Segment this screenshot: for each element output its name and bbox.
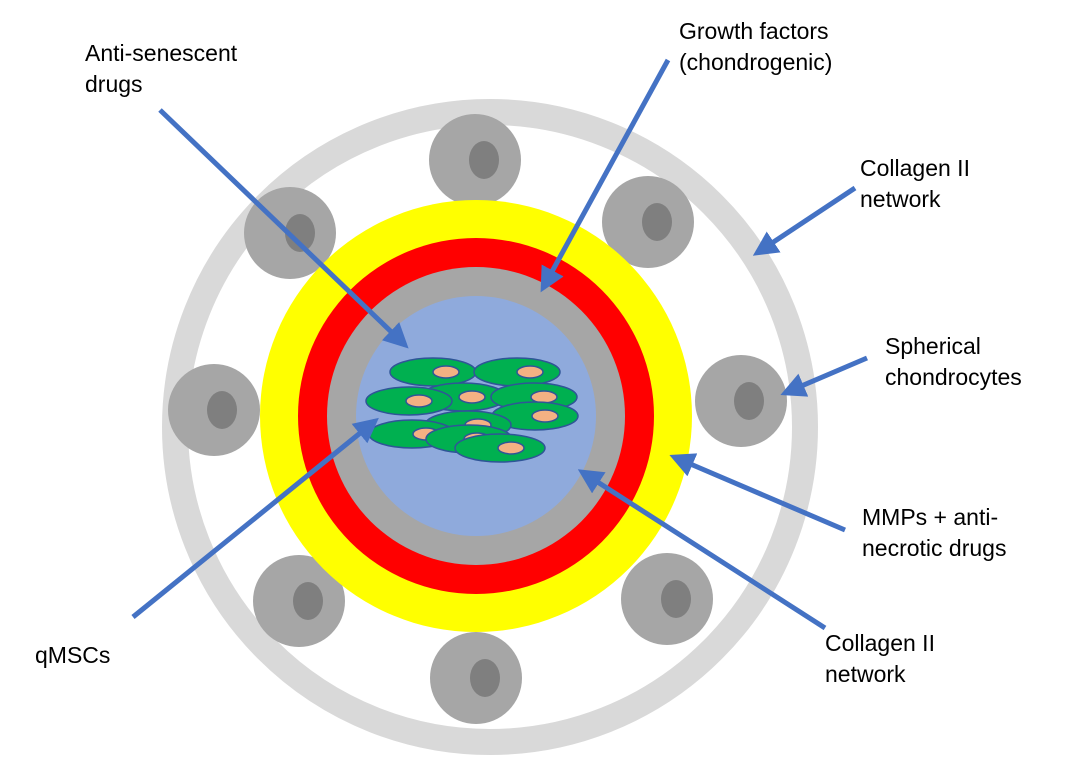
- chondrocyte-cell: [602, 176, 694, 268]
- arrow-qmscs: [131, 417, 379, 619]
- arrow-collagen-outer: [752, 185, 857, 256]
- arrow-mmps: [669, 453, 846, 533]
- chondrocyte-cell: [621, 553, 713, 645]
- label-line: Spherical: [885, 333, 981, 359]
- chondrocyte-cell: [430, 632, 522, 724]
- label-line: drugs: [85, 71, 143, 97]
- msc-cell: [454, 433, 546, 463]
- label-line: network: [860, 186, 941, 212]
- qmsc-cluster: [365, 357, 579, 463]
- arrow-growth-factors: [540, 58, 671, 293]
- label-line: chondrocytes: [885, 364, 1022, 390]
- arrow-spherical: [780, 355, 868, 397]
- msc-cell: [389, 357, 477, 387]
- label-line: (chondrogenic): [679, 49, 833, 75]
- label-line: Collagen II: [860, 155, 970, 181]
- label-line: Growth factors: [679, 18, 829, 44]
- label-line: qMSCs: [35, 642, 111, 668]
- label-line: MMPs + anti-: [862, 504, 999, 530]
- chondrocyte-cell: [253, 555, 345, 647]
- label-growth-factors: Growth factors (chondrogenic): [679, 16, 832, 78]
- label-line: Anti-senescent: [85, 40, 238, 66]
- label-anti-senescent: Anti-senescent drugs: [85, 38, 237, 100]
- arrow-anti-senescent: [158, 108, 409, 349]
- label-line: network: [825, 661, 906, 687]
- label-mmps: MMPs + anti- necrotic drugs: [862, 502, 1006, 564]
- arrows: [131, 58, 868, 631]
- msc-cell: [473, 357, 561, 387]
- label-line: necrotic drugs: [862, 535, 1007, 561]
- chondrocyte-cell: [429, 114, 521, 206]
- arrow-collagen-inner: [577, 469, 827, 631]
- chondrocyte-cell: [168, 364, 260, 456]
- label-line: Collagen II: [825, 630, 935, 656]
- label-collagen-outer: Collagen II network: [860, 153, 970, 215]
- label-spherical: Spherical chondrocytes: [885, 331, 1022, 393]
- msc-cell: [365, 386, 453, 416]
- label-qmscs: qMSCs: [35, 640, 110, 671]
- label-collagen-inner: Collagen II network: [825, 628, 935, 690]
- chondrocyte-cell: [695, 355, 787, 447]
